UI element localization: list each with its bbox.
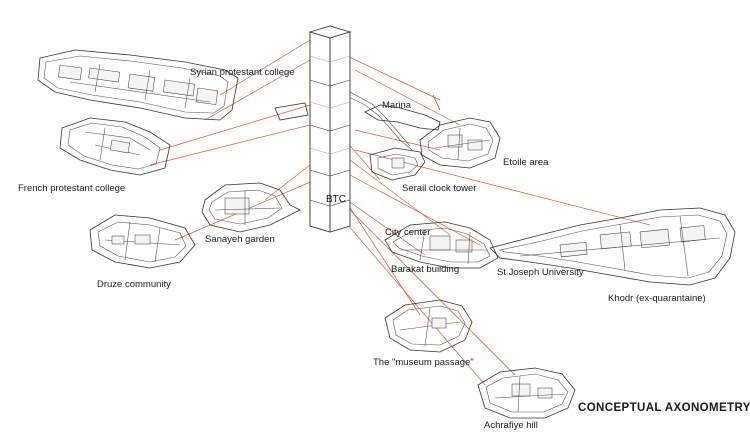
btc-tower	[308, 25, 352, 233]
tower-side-patch	[274, 102, 309, 121]
diagram-title: CONCEPTUAL AXONOMETRY	[578, 402, 750, 414]
serail-patch	[369, 147, 426, 181]
label-btc-tower: BTC	[326, 194, 346, 205]
link-marina	[344, 54, 441, 101]
link-sanayeh	[264, 164, 311, 201]
city-center-patch	[384, 221, 499, 269]
etoile-patch	[419, 117, 501, 169]
label-marina: Marina	[382, 100, 412, 111]
achrafiye-patch	[477, 367, 576, 419]
syrian-college-patch	[37, 49, 239, 121]
link-st-joseph	[349, 174, 481, 246]
sanayeh-patch	[201, 182, 301, 233]
museum-passage-patch	[384, 299, 473, 353]
french-college-patch	[59, 117, 171, 176]
link-syrian-2	[204, 59, 311, 121]
link-museum	[344, 199, 421, 316]
label-french-protestant-college: French protestant college	[18, 183, 126, 194]
druze-patch	[89, 214, 196, 269]
link-serail	[344, 139, 381, 181]
link-achrafiye	[344, 204, 516, 376]
label-city-center: City center	[385, 227, 431, 238]
link-french-2	[149, 124, 311, 166]
label-st-joseph-university: St Joseph University	[497, 267, 584, 278]
link-etoile	[354, 69, 461, 126]
label-syrian-protestant-college: Syrian protestant college	[190, 67, 295, 78]
label-barakat-building: Barakat building	[391, 264, 460, 275]
label-khodr: Khodr (ex-quarantaine)	[608, 293, 706, 304]
label-serail-clock-tower: Serail clock tower	[402, 183, 477, 194]
label-achrafiye-hill: Achrafiye hill	[484, 420, 538, 431]
link-syrian	[219, 39, 311, 96]
label-museum-passage: The "museum passage"	[373, 357, 474, 368]
link-barakat	[339, 194, 426, 256]
khodr-patch	[489, 207, 736, 286]
link-city-center	[349, 159, 451, 236]
link-french	[159, 104, 311, 151]
label-etoile-area: Etoile area	[503, 157, 549, 168]
link-etoile-2	[354, 129, 441, 151]
label-druze-community: Druze community	[97, 279, 171, 290]
link-achrafiye-2	[334, 209, 486, 386]
label-sanayeh-garden: Sanayeh garden	[205, 234, 275, 245]
